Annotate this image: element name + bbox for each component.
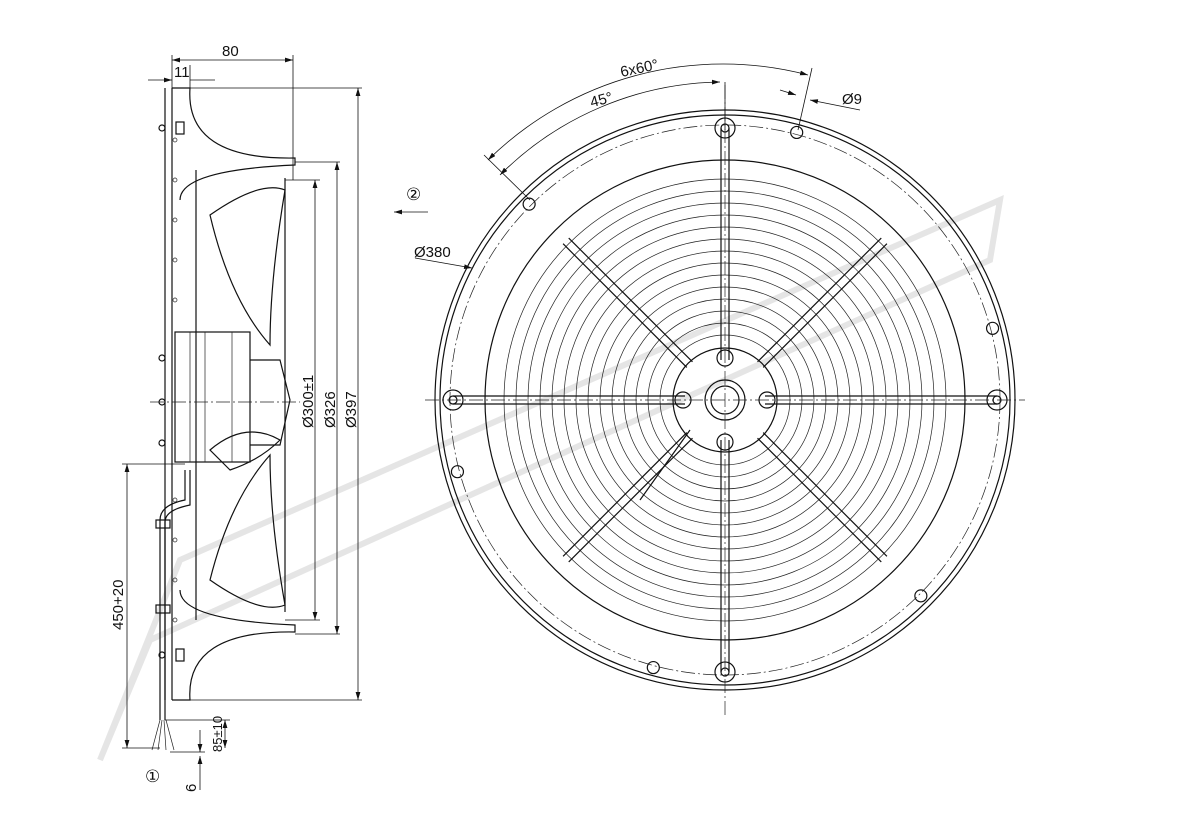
callout-1: ①: [145, 767, 160, 786]
dim-wire-end-label: 6: [183, 784, 200, 792]
mounting-hole: [985, 321, 1000, 335]
mounting-hole: [646, 660, 660, 675]
guard-spoke: [757, 237, 882, 363]
mounting-hole: [450, 465, 465, 479]
dim-bolt-circle-label: Ø380: [414, 244, 451, 261]
guard-spoke: [568, 237, 693, 363]
guard-spoke: [562, 432, 688, 557]
front-view: 6x60° 45° Ø9 Ø380 ②: [394, 56, 1025, 715]
dim-flange-label: 11: [174, 64, 190, 81]
dim-wire-strip-label: 85±10: [210, 716, 225, 752]
dim-d397-label: Ø397: [343, 391, 360, 428]
dim-hole-label: Ø9: [842, 91, 862, 108]
dim-d326-label: Ø326: [322, 391, 339, 428]
mounting-hole: [790, 125, 804, 140]
guard-spoke: [762, 243, 888, 368]
dim-angle-pattern-label: 6x60°: [619, 56, 660, 81]
mounting-hole: [914, 589, 928, 603]
dim-d300-label: Ø300±1: [300, 375, 317, 428]
guard-spoke: [757, 437, 882, 563]
guard-spoke: [562, 243, 688, 368]
watermark: [97, 195, 1004, 762]
dim-cable-label: 450+20: [110, 580, 127, 630]
callout-2: ②: [406, 185, 421, 204]
dim-angle-offset-label: 45°: [588, 89, 614, 111]
mounting-hole: [522, 197, 536, 211]
guard-spoke: [762, 432, 888, 557]
dim-depth-label: 80: [222, 43, 239, 60]
guard-spoke: [568, 437, 693, 563]
side-view: 80 11 Ø300±1 Ø326 Ø397 450+20 85±10 6 ①: [110, 43, 362, 792]
